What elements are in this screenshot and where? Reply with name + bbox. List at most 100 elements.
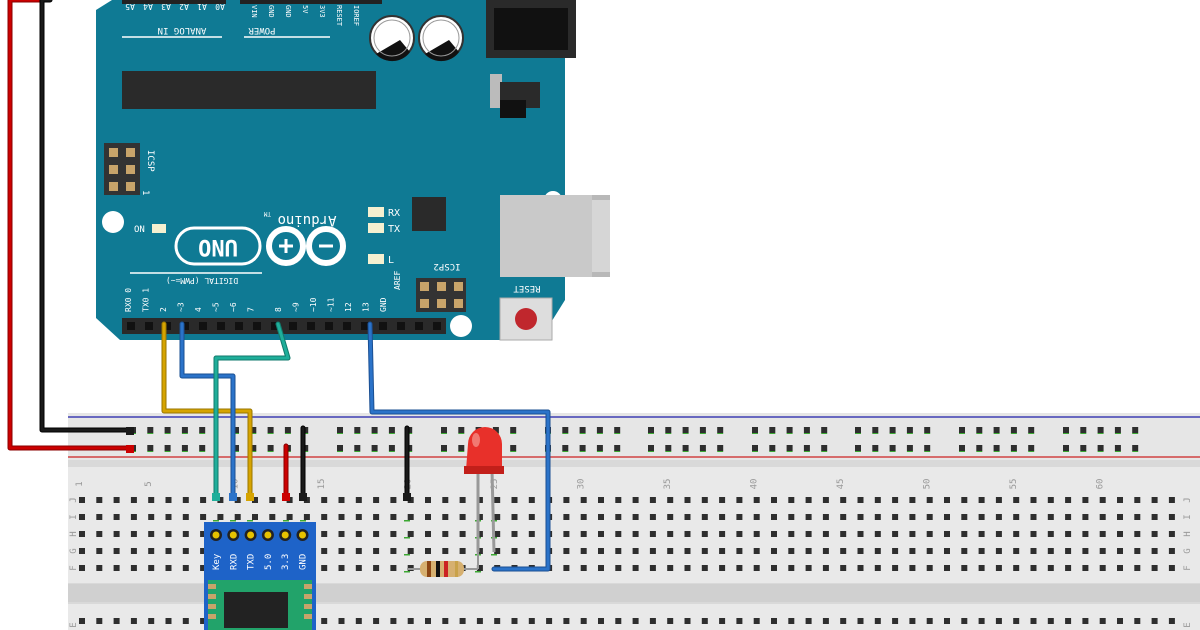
voltage-regulator (490, 74, 540, 118)
rx-label: RX (388, 208, 400, 219)
digital-pin-label: 12 (344, 302, 353, 312)
digital-pin-label: TX0 1 (142, 288, 151, 312)
column-number: 45 (836, 479, 846, 490)
reset-button: RESET (499, 283, 553, 341)
aref-label: AREF (393, 271, 402, 290)
row-label: F (1183, 565, 1193, 570)
power-pin-label: VIN (250, 5, 258, 18)
module-pin-label: Key (212, 553, 222, 570)
module-chip (224, 592, 288, 628)
power-jack (486, 0, 576, 58)
icsp-label: ICSP (145, 150, 155, 172)
digital-header (122, 272, 446, 334)
icsp-header: ICSP 1 (104, 143, 155, 195)
column-number: 15 (317, 479, 327, 490)
analog-pin-label: A3 (161, 2, 171, 11)
power-pin-label: GND (284, 5, 292, 18)
microcontroller-chip (122, 71, 376, 109)
analog-pin-label: A1 (197, 2, 207, 11)
capacitor (418, 15, 464, 62)
digital-pin-label: ~6 (229, 302, 238, 312)
digital-pin-label: 4 (194, 307, 203, 312)
row-label: J (1183, 497, 1193, 502)
digital-pin-label: 2 (159, 307, 168, 312)
column-number: 30 (577, 479, 587, 490)
column-number: 40 (750, 479, 760, 490)
digital-pin-label: ~11 (327, 297, 336, 312)
row-label: I (1183, 514, 1193, 519)
row-label: G (69, 548, 79, 553)
row-label: I (69, 514, 79, 519)
resistor (407, 552, 479, 577)
module-pin-label: 5.0 (264, 554, 274, 570)
on-label: ON (134, 225, 145, 235)
lower-terminal-holes (79, 618, 1175, 624)
row-labels-right: J I H G F E (1183, 497, 1193, 627)
usb-port (500, 195, 610, 277)
digital-pin-label: ~9 (292, 302, 301, 312)
analog-pin-label: A4 (143, 2, 153, 11)
arduino-infinity-logo (266, 226, 346, 266)
l-label: L (388, 255, 394, 266)
analog-in-label: ANALOG IN (158, 25, 207, 35)
module-pin-labels: Key RXD TXD 5.0 3.3 GND (212, 553, 309, 570)
usb-chip (412, 197, 446, 231)
bluetooth-module: Key RXD TXD 5.0 3.3 GND (204, 522, 316, 630)
power-pin-label: IOREF (352, 5, 360, 26)
tm-label: TM (263, 210, 271, 217)
analog-pin-label: A2 (179, 2, 189, 11)
tx-label: TX (388, 224, 400, 235)
column-number: 5 (144, 481, 154, 486)
column-number: 60 (1096, 479, 1106, 490)
row-label: E (1183, 622, 1193, 627)
row-label: G (1183, 548, 1193, 553)
module-pin-label: 3.3 (281, 554, 291, 570)
mounting-hole (102, 211, 124, 233)
capacitor (369, 15, 415, 62)
digital-pin-label: 7 (247, 307, 256, 312)
on-led (152, 224, 166, 233)
column-number: 10 (231, 479, 241, 490)
icsp2-header: ICSP2 (416, 261, 466, 312)
digital-pin-label: ~10 (309, 297, 318, 312)
tx-led (368, 223, 384, 233)
digital-label: DIGITAL (PWM=~) (166, 276, 238, 285)
terminal-strip-holes (79, 497, 1175, 573)
icsp-pin1-label: 1 (140, 190, 150, 195)
digital-pin-label: 8 (274, 307, 283, 312)
center-channel (68, 584, 1200, 602)
power-pin-label: 3V3 (318, 5, 326, 18)
digital-pin-label: 13 (362, 302, 371, 312)
row-label: J (69, 497, 79, 502)
wires (7, 0, 551, 572)
uno-logo: UNO (174, 226, 262, 266)
digital-pin-label: ~3 (177, 302, 186, 312)
digital-pin-label: GND (379, 297, 388, 312)
module-pin-label: RXD (229, 554, 239, 570)
digital-pin-label: RX0 0 (124, 288, 133, 312)
power-label: POWER (248, 25, 276, 35)
row-label: H (1183, 531, 1193, 536)
column-number: 25 (490, 479, 500, 490)
row-label: E (69, 622, 79, 627)
column-number: 1 (75, 481, 85, 486)
power-pin-label: 5V (301, 5, 309, 14)
arduino-brand-label: Arduino (277, 212, 336, 228)
power-pin-label: RESET (335, 5, 343, 27)
column-number: 50 (923, 479, 933, 490)
module-pin-label: TXD (247, 554, 257, 570)
mounting-hole (450, 315, 472, 337)
wire-ends (126, 427, 411, 501)
power-rail (68, 413, 1200, 460)
uno-label: UNO (198, 234, 238, 259)
column-number: 55 (1009, 479, 1019, 490)
icsp2-label: ICSP2 (433, 261, 460, 271)
module-pin-label: GND (299, 554, 309, 570)
red-led (464, 427, 504, 553)
power-header (240, 0, 382, 38)
